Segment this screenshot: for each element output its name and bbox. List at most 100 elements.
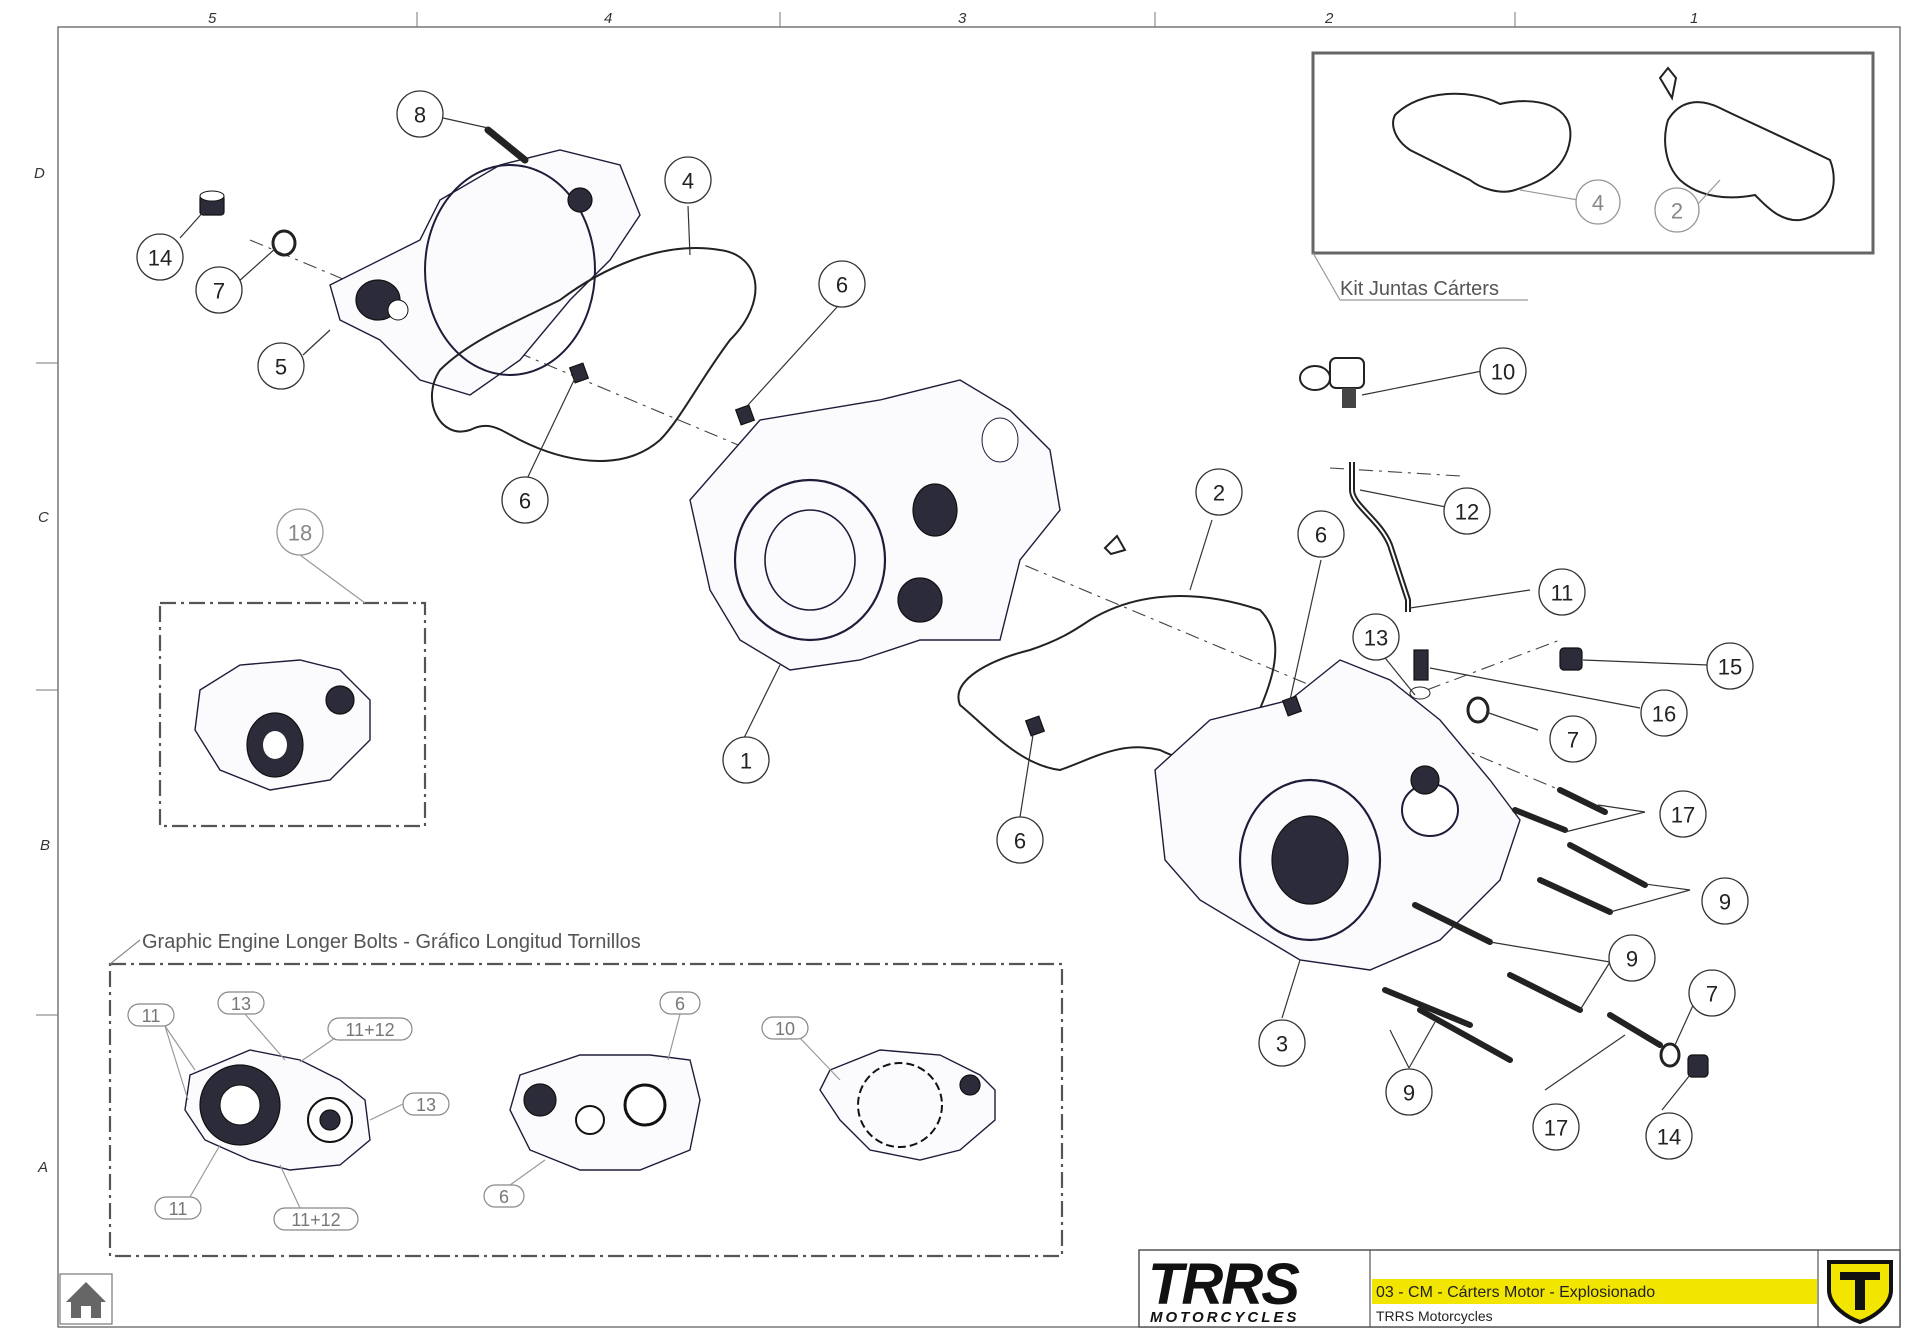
svg-text:10: 10	[775, 1019, 795, 1039]
svg-text:9: 9	[1403, 1081, 1415, 1106]
svg-text:13: 13	[231, 994, 251, 1014]
svg-text:8: 8	[414, 103, 426, 128]
callout-6-left: 6	[501, 476, 549, 524]
fitting-13-16-part	[1409, 649, 1431, 700]
trrs-t-emblem	[1827, 1260, 1893, 1325]
dowel-pins	[568, 362, 1303, 737]
column-label-2: 2	[1324, 10, 1334, 27]
callout-5: 5	[257, 342, 305, 390]
svg-text:3: 3	[1276, 1032, 1288, 1057]
svg-text:7: 7	[1706, 982, 1718, 1007]
brand-subtitle: MOTORCYCLES	[1150, 1309, 1299, 1326]
callout-7-top: 7	[195, 266, 243, 314]
gasket-kit-box: 4 2 Kit Juntas Cárters	[1311, 51, 1875, 301]
svg-text:10: 10	[1491, 360, 1515, 385]
washer-7-bottom-part	[1659, 1042, 1681, 1068]
plug-14-bottom-part	[1687, 1054, 1709, 1078]
row-label-a: A	[37, 1159, 48, 1176]
callout-7-bottom: 7	[1688, 969, 1736, 1017]
clutch-cover-part	[329, 149, 641, 396]
svg-text:7: 7	[213, 279, 225, 304]
svg-text:11: 11	[142, 1006, 161, 1026]
svg-text:9: 9	[1719, 890, 1731, 915]
callout-17-top: 17	[1659, 790, 1707, 838]
sensor-10-part	[1299, 357, 1365, 408]
callout-11: 11	[1538, 568, 1586, 616]
svg-text:5: 5	[275, 355, 287, 380]
svg-text:11+12: 11+12	[345, 1020, 394, 1040]
title-block: TRRS MOTORCYCLES 03 - CM - Cárters Motor…	[1138, 1249, 1901, 1328]
bolt-label-13-a: 13	[217, 991, 265, 1015]
callout-10: 10	[1479, 347, 1527, 395]
company-name: TRRS Motorcycles	[1376, 1308, 1493, 1324]
plug-14-top-part	[199, 190, 225, 216]
svg-text:17: 17	[1544, 1116, 1568, 1141]
callout-6-upper: 6	[818, 260, 866, 308]
svg-text:1: 1	[740, 749, 752, 774]
brand-logo: TRRS	[1148, 1252, 1300, 1317]
callout-7-mid: 7	[1549, 715, 1597, 763]
callout-8: 8	[396, 90, 444, 138]
svg-text:6: 6	[675, 994, 685, 1014]
callout-9-bottom: 9	[1385, 1068, 1433, 1116]
plug-15-part	[1559, 647, 1583, 671]
row-label-c: C	[38, 509, 49, 526]
washer-7-top-part	[271, 229, 297, 257]
kit-callout-2: 2	[1654, 187, 1700, 233]
svg-text:13: 13	[1364, 626, 1388, 651]
drawing-title: 03 - CM - Cárters Motor - Explosionado	[1376, 1284, 1655, 1301]
svg-text:11+12: 11+12	[291, 1210, 340, 1230]
callout-12: 12	[1443, 487, 1491, 535]
column-label-1: 1	[1690, 10, 1698, 27]
callout-1: 1	[722, 736, 770, 784]
column-zones: 5 4 3 2 1	[208, 10, 1698, 27]
callout-9-mid: 9	[1608, 934, 1656, 982]
bolt-8-part	[484, 126, 529, 164]
svg-text:2: 2	[1671, 199, 1683, 224]
callout-2: 2	[1195, 468, 1243, 516]
row-label-b: B	[40, 837, 50, 854]
svg-text:13: 13	[416, 1095, 436, 1115]
callout-13: 13	[1352, 613, 1400, 661]
leaders	[179, 117, 1709, 1111]
callout-16: 16	[1640, 689, 1688, 737]
callout-9-right: 9	[1701, 877, 1749, 925]
svg-text:6: 6	[836, 273, 848, 298]
outer-frame	[57, 26, 1901, 1328]
svg-text:2: 2	[1213, 481, 1225, 506]
home-icon[interactable]	[59, 1273, 113, 1325]
right-crankcase-part	[1154, 659, 1521, 971]
callout-15: 15	[1706, 642, 1754, 690]
gasket-kit-label: Kit Juntas Cárters	[1340, 278, 1499, 300]
row-zones: D C B A	[34, 165, 58, 1176]
svg-text:11: 11	[1551, 581, 1574, 606]
long-bolts-part	[1382, 787, 1663, 1063]
callout-3: 3	[1258, 1019, 1306, 1067]
row-label-d: D	[34, 165, 45, 182]
assembly-box-18: 18	[158, 508, 427, 828]
svg-text:11: 11	[169, 1199, 188, 1219]
kit-callout-4: 4	[1575, 179, 1621, 225]
svg-text:17: 17	[1671, 803, 1695, 828]
breather-pipe-part	[1349, 462, 1411, 612]
column-label-3: 3	[958, 10, 967, 27]
small-clip	[1103, 534, 1127, 556]
bolt-label-10: 10	[761, 1016, 809, 1040]
callout-18: 18	[276, 508, 324, 556]
bolt-label-6-b: 6	[483, 1184, 525, 1208]
svg-text:15: 15	[1718, 655, 1742, 680]
bolt-label-6-a: 6	[659, 991, 701, 1015]
bolt-label-11plus12-b: 11+12	[273, 1207, 359, 1231]
clutch-cover-gasket	[430, 247, 757, 462]
svg-text:16: 16	[1652, 702, 1676, 727]
callout-14-top: 14	[136, 233, 184, 281]
callout-14-bottom: 14	[1645, 1112, 1693, 1160]
bolt-label-13-b: 13	[402, 1092, 450, 1116]
svg-text:18: 18	[288, 521, 312, 546]
svg-text:9: 9	[1626, 947, 1638, 972]
callout-6-lower: 6	[996, 816, 1044, 864]
svg-text:7: 7	[1567, 728, 1579, 753]
crankcase-center-gasket	[957, 595, 1277, 772]
svg-text:4: 4	[682, 169, 694, 194]
